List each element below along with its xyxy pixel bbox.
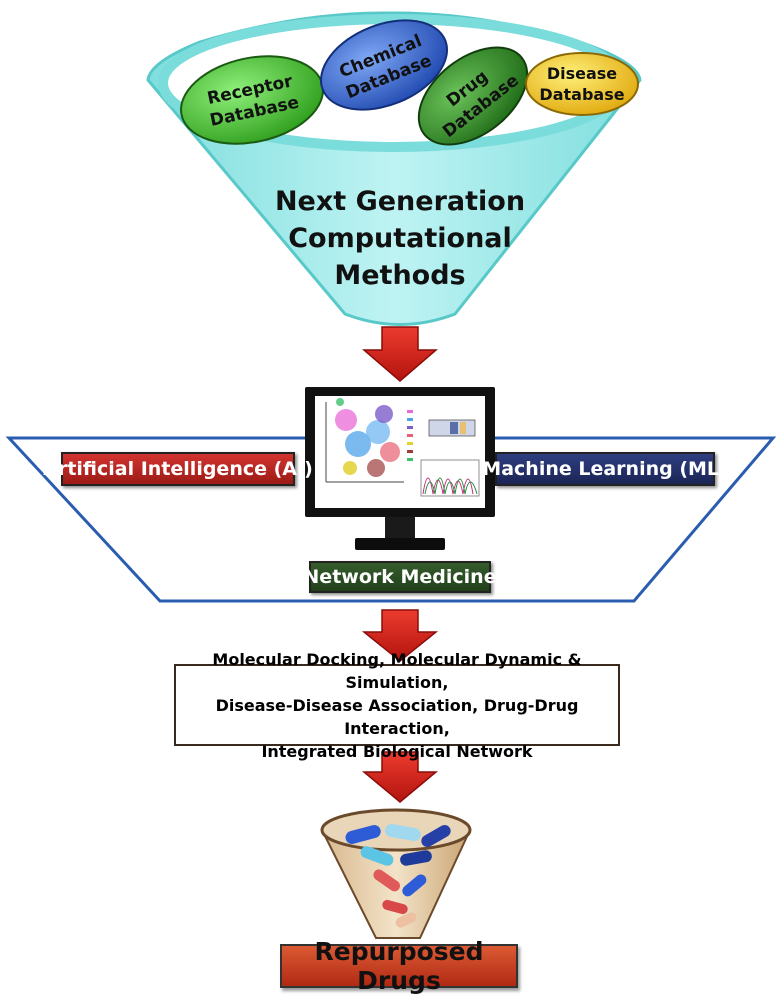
methods-box: Molecular Docking, Molecular Dynamic & S…	[174, 650, 620, 761]
down-arrow-1	[361, 326, 439, 382]
drug-database-oval: Drug Database	[417, 46, 529, 146]
down-arrow-2	[361, 609, 439, 662]
repurposed-drugs-label: Repurposed Drugs	[280, 937, 518, 995]
pill-funnel-icon	[320, 808, 472, 939]
methods-line3: Integrated Biological Network	[261, 741, 533, 761]
funnel-title-line1: Next Generation	[274, 186, 526, 217]
methods-line2: Disease-Disease Association, Drug-Drug I…	[215, 695, 579, 738]
receptor-database-oval: Receptor Database	[180, 55, 324, 145]
ml-tag: Machine Learning (ML)	[482, 452, 728, 486]
ai-tag: Artificial Intelligence (AI)	[43, 452, 313, 486]
funnel-title-line3: Methods	[334, 260, 466, 291]
network-medicine-tag: Network Medicine	[303, 561, 497, 593]
monitor-icon	[305, 387, 495, 550]
chromatogram-icon	[420, 459, 480, 497]
methods-line1: Molecular Docking, Molecular Dynamic & S…	[212, 649, 582, 692]
capsules	[345, 823, 451, 928]
funnel-title: Next Generation Computational Methods	[230, 183, 570, 294]
scatter-plot-icon	[325, 398, 404, 483]
funnel-title-line2: Computational	[288, 223, 512, 254]
disease-database-oval: Disease Database	[525, 52, 639, 116]
disease-database-line1: Disease	[547, 64, 617, 83]
legend-icon	[407, 410, 413, 461]
disease-database-line2: Database	[539, 85, 624, 104]
heatmap-icon	[428, 419, 476, 437]
down-arrow-3	[361, 751, 439, 803]
